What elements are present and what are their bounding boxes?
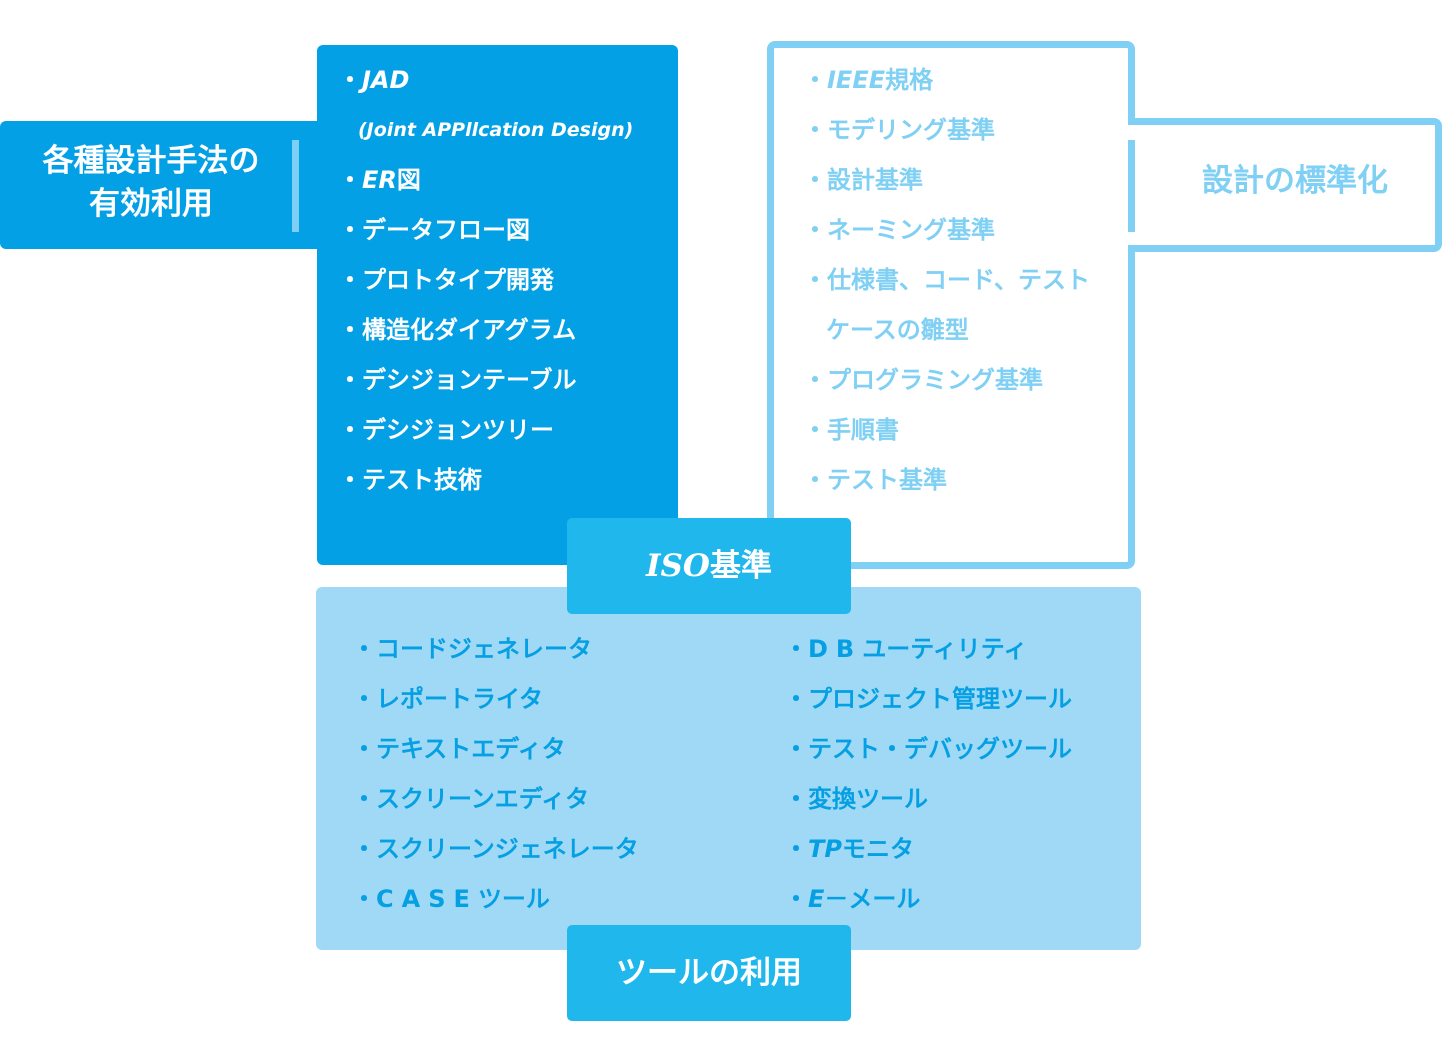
list-item: ・DBユーティリティ [784, 635, 1028, 663]
list-item: ・CASEツール [352, 885, 550, 913]
design-methods-tab [0, 121, 320, 249]
list-item: ・デシジョンツリー [338, 416, 554, 444]
list-item: ・仕様書、コード、テスト [803, 266, 1091, 294]
standardization-divider [1128, 140, 1135, 232]
standardization-tab [1128, 118, 1442, 252]
list-item: ・データフロー図 [338, 216, 530, 244]
standardization-panel [767, 41, 1135, 569]
list-item: ・TPモニタ [784, 835, 914, 863]
iso-standard-label: ISO基準 [567, 518, 851, 614]
list-item: ・変換ツール [784, 785, 928, 813]
tools-panel [316, 587, 1141, 950]
list-item: ・プログラミング基準 [803, 366, 1043, 394]
list-item-continuation: ケースの雛型 [826, 316, 969, 344]
design-methods-title: 各種設計手法の 有効利用 [42, 143, 260, 222]
standardization-title: 設計の標準化 [1202, 163, 1388, 199]
tools-list-column-1: ・コードジェネレータ ・レポートライタ ・テキストエディタ ・スクリーンエディタ… [352, 624, 639, 924]
list-item: ・E－メール [784, 885, 921, 913]
list-item: ・プロジェクト管理ツール [784, 685, 1072, 713]
list-item: ・設計基準 [803, 166, 923, 194]
design-methods-panel [317, 45, 678, 565]
design-methods-list: ・JAD (Joint APPllcation Design) ・ER図 ・デー… [338, 55, 633, 505]
list-item: ・モデリング基準 [803, 116, 995, 144]
list-item: ・構造化ダイアグラム [338, 316, 577, 344]
list-item: ・JAD [338, 66, 410, 94]
list-item: ・スクリーンジェネレータ [352, 835, 639, 863]
list-item: ・テキストエディタ [352, 735, 566, 763]
list-item: ・テスト技術 [338, 466, 482, 494]
list-item: ・テスト・デバッグツール [784, 735, 1072, 763]
tools-usage-label: ツールの利用 [567, 925, 851, 1021]
standardization-list: ・IEEE規格 ・モデリング基準 ・設計基準 ・ネーミング基準 ・仕様書、コード… [803, 55, 1090, 505]
list-item: ・スクリーンエディタ [352, 785, 590, 813]
list-item: ・レポートライタ [352, 685, 544, 713]
list-item: ・ネーミング基準 [803, 216, 995, 244]
list-item-continuation: (Joint APPllcation Design) [358, 119, 634, 141]
tools-list-column-2: ・DBユーティリティ ・プロジェクト管理ツール ・テスト・デバッグツール ・変換… [784, 624, 1072, 924]
list-item: ・手順書 [803, 416, 899, 444]
list-item: ・プロトタイプ開発 [338, 266, 554, 294]
list-item: ・コードジェネレータ [352, 635, 592, 663]
list-item: ・ER図 [338, 166, 421, 194]
design-methods-divider [292, 140, 299, 232]
list-item: ・IEEE規格 [803, 66, 934, 94]
list-item: ・テスト基準 [803, 466, 947, 494]
list-item: ・デシジョンテーブル [338, 366, 577, 394]
